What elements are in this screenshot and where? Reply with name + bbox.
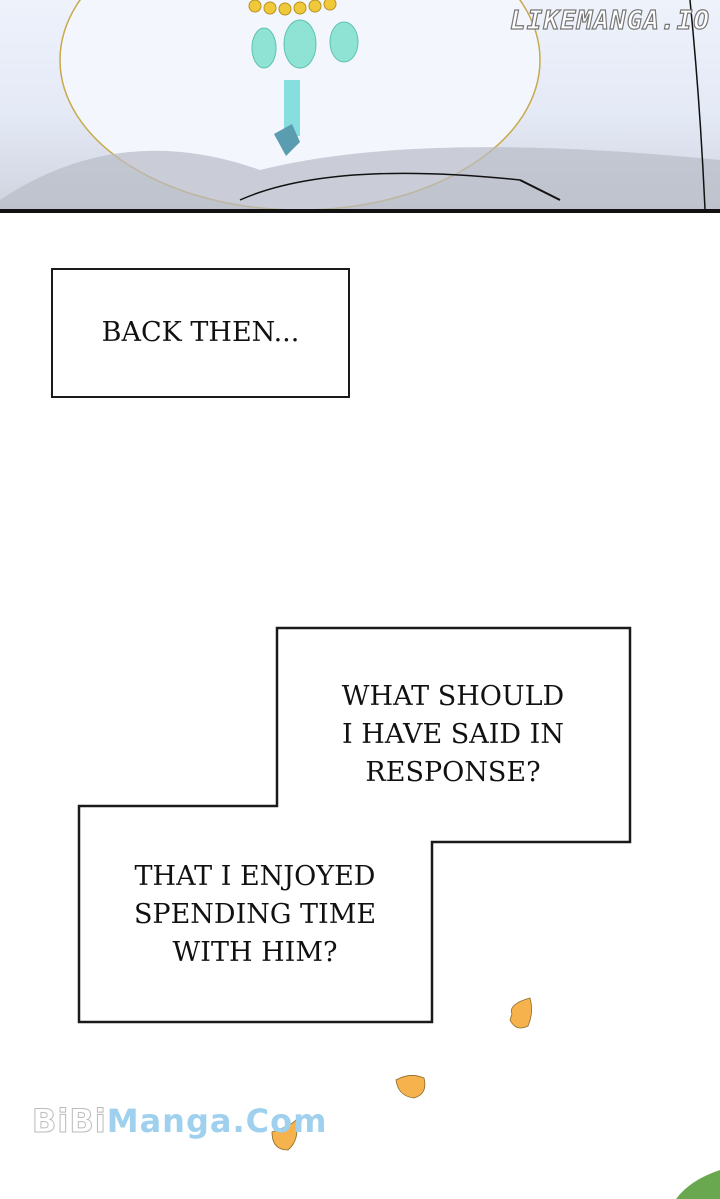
caption-text: BACK THEN...: [101, 317, 300, 348]
manga-panel-illustration: LIKEMANGA.IO: [0, 0, 720, 213]
caption-line: THAT I ENJOYED: [134, 861, 376, 892]
caption-what-should: WHAT SHOULD I HAVE SAID IN RESPONSE?: [303, 678, 603, 792]
caption-line: WHAT SHOULD: [341, 681, 565, 712]
caption-line: SPENDING TIME: [133, 899, 377, 930]
caption-line: I HAVE SAID IN: [342, 719, 564, 750]
caption-that-i-enjoyed: THAT I ENJOYED SPENDING TIME WITH HIM?: [105, 858, 405, 972]
watermark-bibimanga: BiBiManga.Com: [32, 1102, 328, 1141]
caption-line: WITH HIM?: [172, 937, 338, 968]
caption-line: RESPONSE?: [365, 757, 541, 788]
watermark-likemanga: LIKEMANGA.IO: [510, 5, 710, 36]
illustration-art: [0, 0, 720, 209]
watermark-part: Manga.Com: [106, 1102, 328, 1140]
leaf-petals: [271, 997, 720, 1199]
watermark-part: BiBi: [32, 1102, 107, 1141]
caption-box-back-then: BACK THEN...: [51, 268, 350, 398]
